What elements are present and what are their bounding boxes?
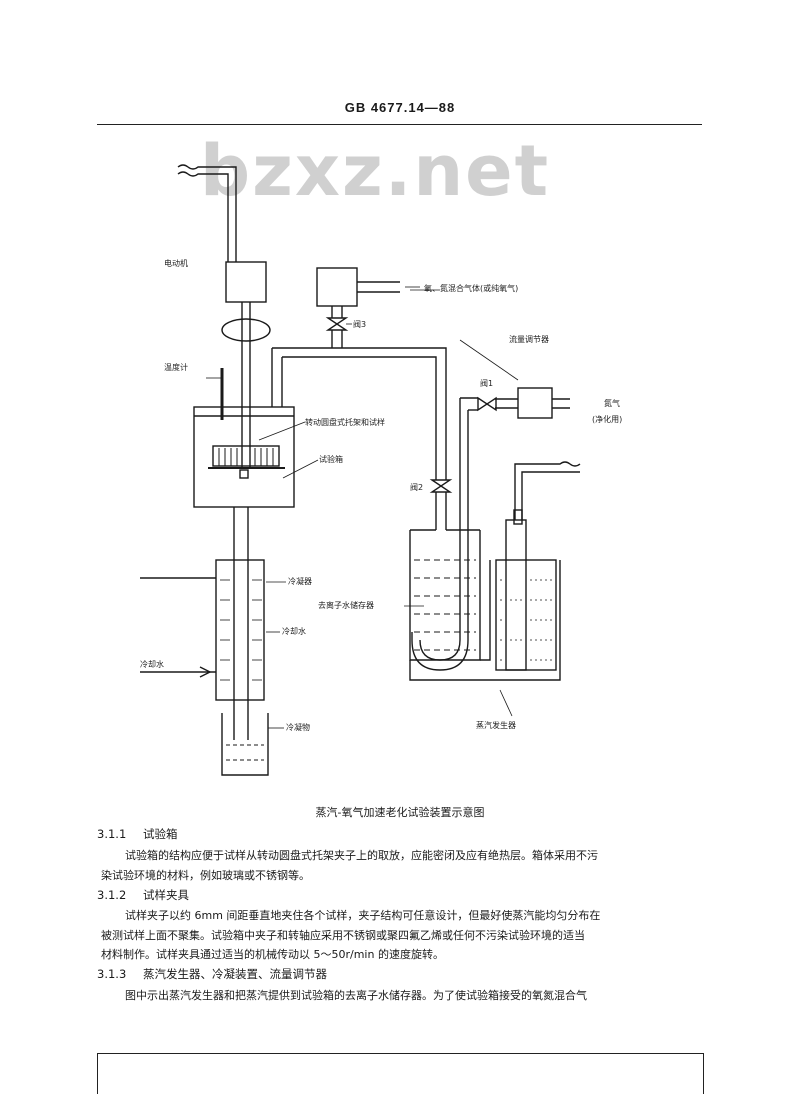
watermark: bzxz.net xyxy=(200,130,551,212)
label-valve1: 阀1 xyxy=(480,379,494,388)
label-steam-generator: 蒸汽发生器 xyxy=(476,721,516,730)
figure-caption: 蒸汽-氧气加速老化试验装置示意图 xyxy=(315,806,485,819)
section-title: 试验箱 xyxy=(143,827,178,841)
page-bottom-frame xyxy=(97,1053,704,1094)
section-number: 3.1.2 xyxy=(97,888,127,902)
section-heading-3-1-2: 3.1.2 试样夹具 xyxy=(97,887,189,903)
standard-code-header: GB 4677.14—88 xyxy=(344,100,456,115)
section-number: 3.1.3 xyxy=(97,967,127,981)
header-rule xyxy=(97,124,702,125)
apparatus-diagram xyxy=(140,164,581,776)
section-3-1-2-body: 试样夹子以约 6mm 间距垂直地夹住各个试样，夹子结构可任意设计，但最好使蒸汽能… xyxy=(101,906,701,965)
condensate-beaker xyxy=(221,713,269,776)
label-gas-mixture: 氧、氮混合气体(或纯氧气) xyxy=(424,284,519,293)
valve2-symbol xyxy=(429,479,453,493)
test-chamber-box xyxy=(193,406,295,508)
valve3-symbol xyxy=(325,317,349,331)
text-line: 图中示出蒸汽发生器和把蒸汽提供到试验箱的去离子水储存器。为了使试验箱接受的氧氮混… xyxy=(125,989,587,1002)
text-line: 材料制作。试样夹具通过适当的机械传动以 5～50r/min 的速度旋转。 xyxy=(101,948,444,961)
label-test-chamber: 试验箱 xyxy=(319,455,343,464)
section-heading-3-1-1: 3.1.1 试验箱 xyxy=(97,826,178,842)
text-line: 染试验环境的材料，例如玻璃或不锈钢等。 xyxy=(101,868,310,882)
section-number: 3.1.1 xyxy=(97,827,127,841)
motor-box xyxy=(225,261,267,303)
label-thermometer: 温度计 xyxy=(164,363,188,372)
section-3-1-3-body: 图中示出蒸汽发生器和把蒸汽提供到试验箱的去离子水储存器。为了使试验箱接受的氧氮混… xyxy=(101,986,701,1006)
valve1-symbol xyxy=(477,396,497,412)
label-nitrogen: 氮气 xyxy=(604,399,620,408)
label-nitrogen-note: (净化用) xyxy=(592,415,623,424)
label-valve2: 阀2 xyxy=(410,483,424,492)
gas-source-box xyxy=(316,267,358,307)
section-3-1-1-body: 试验箱的结构应便于试样从转动圆盘式托架夹子上的取放，应能密闭及应有绝热层。箱体采… xyxy=(101,846,701,885)
deionized-storage-tank xyxy=(409,530,481,661)
label-deionized-storage: 去离子水储存器 xyxy=(318,601,374,610)
text-line: 试样夹子以约 6mm 间距垂直地夹住各个试样，夹子结构可任意设计，但最好使蒸汽能… xyxy=(125,909,601,922)
label-cooling-water: 冷却水 xyxy=(282,627,306,636)
label-rotating-holder: 转动圆盘式托架和试样 xyxy=(305,418,385,427)
section-title: 蒸汽发生器、冷凝装置、流量调节器 xyxy=(143,967,327,981)
label-condensate: 冷凝物 xyxy=(286,723,310,732)
flow-regulator-box xyxy=(517,387,553,419)
section-title: 试样夹具 xyxy=(143,888,189,902)
power-cord xyxy=(177,164,237,262)
text-line: 试验箱的结构应便于试样从转动圆盘式托架夹子上的取放，应能密闭及应有绝热层。箱体采… xyxy=(125,849,598,862)
text-line: 被测试样上面不聚集。试验箱中夹子和转轴应采用不锈钢或聚四氟乙烯或任何不污染试验环… xyxy=(101,928,585,942)
label-motor: 电动机 xyxy=(164,259,188,268)
label-condenser: 冷凝器 xyxy=(288,577,312,586)
label-flow-regulator: 流量调节器 xyxy=(509,335,549,344)
label-cooling-water-in: 冷却水 xyxy=(140,660,164,669)
condenser-jacket xyxy=(215,559,265,701)
coupling xyxy=(221,318,271,342)
section-heading-3-1-3: 3.1.3 蒸汽发生器、冷凝装置、流量调节器 xyxy=(97,966,327,982)
rotating-disk xyxy=(212,445,280,467)
label-valve3: 阀3 xyxy=(353,320,367,329)
